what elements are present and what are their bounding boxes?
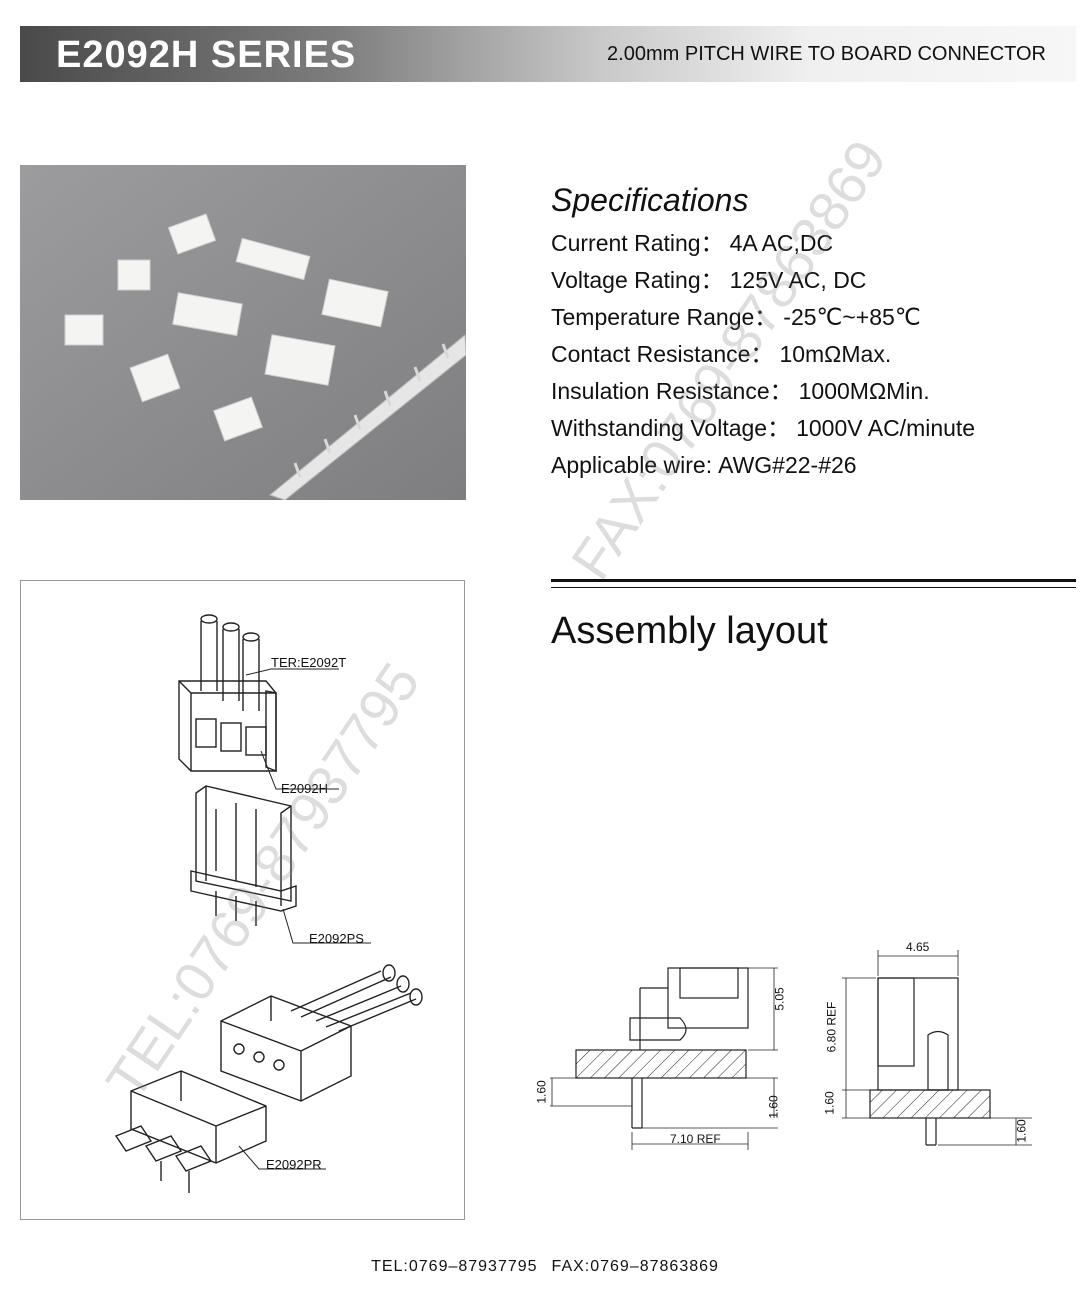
spec-value: AWG#22-#26 (718, 452, 857, 478)
spec-row: Contact Resistance：10mΩMax. (551, 336, 1071, 373)
spec-row: Voltage Rating：125V AC, DC (551, 262, 1071, 299)
side-view-drawing: 5.05 1.60 1.60 7.10 REF (530, 940, 800, 1160)
mated-housing-drawing (220, 964, 423, 1102)
spec-label: Insulation Resistance： (551, 378, 793, 404)
dim-pcb: 1.60 (534, 1080, 549, 1104)
straight-header-drawing (190, 785, 297, 926)
terminal-label: TER:E2092T (271, 655, 347, 670)
straight-header-label: E2092PS (309, 931, 364, 946)
product-photo (20, 165, 466, 500)
spec-row: Insulation Resistance：1000MΩMin. (551, 373, 1071, 410)
right-angle-header-drawing (114, 1070, 267, 1193)
footer-tel: TEL:0769–87937795 (371, 1258, 538, 1275)
dim-height: 5.05 (772, 987, 787, 1011)
spec-label: Current Rating： (551, 230, 724, 256)
spec-value: 4A AC,DC (729, 230, 834, 256)
dim-pin: 1.60 (766, 1095, 781, 1119)
spec-value: 125V AC, DC (729, 267, 867, 293)
header-bar: E2092H SERIES 2.00mm PITCH WIRE TO BOARD… (20, 26, 1076, 82)
assembly-title: Assembly layout (551, 610, 828, 652)
spec-value: 1000V AC/minute (796, 415, 976, 441)
series-title: E2092H SERIES (56, 34, 357, 76)
specifications-title: Specifications (551, 182, 749, 218)
front-view-drawing: 4.65 6.80 REF 1.60 1.60 (820, 940, 1050, 1160)
series-subtitle: 2.00mm PITCH WIRE TO BOARD CONNECTOR (607, 43, 1046, 65)
dim-pin: 1.60 (1014, 1119, 1029, 1143)
assembly-drawing: TER:E2092T E2092H E2092PS E2092PR (20, 580, 465, 1220)
spec-row: Current Rating：4A AC,DC (551, 225, 1071, 262)
dim-pcb: 1.60 (822, 1091, 837, 1115)
dim-depth: 7.10 REF (670, 1132, 721, 1146)
spec-value: 10mΩMax. (779, 341, 892, 367)
footer-contact: TEL:0769–87937795 FAX:0769–87863869 (0, 1258, 1090, 1276)
section-rule (551, 579, 1076, 582)
specifications-block: Specifications Current Rating：4A AC,DC V… (551, 182, 1071, 484)
spec-value: -25℃~+85℃ (783, 304, 921, 330)
wire-drawing (200, 614, 260, 711)
dim-width: 4.65 (906, 940, 930, 954)
leader-lines (238, 668, 371, 1170)
right-angle-header-label: E2092PR (266, 1157, 322, 1172)
spec-label: Withstanding Voltage： (551, 415, 791, 441)
housing-drawing (178, 680, 277, 773)
spec-label: Voltage Rating： (551, 267, 724, 293)
spec-row: Temperature Range：-25℃~+85℃ (551, 299, 1071, 336)
spec-value: 1000MΩMin. (798, 378, 930, 404)
spec-row: Applicable wire:AWG#22-#26 (551, 447, 1071, 484)
section-rule-thin (551, 587, 1076, 588)
housing-label: E2092H (281, 781, 328, 796)
spec-label: Contact Resistance： (551, 341, 774, 367)
dim-height-ref: 6.80 REF (824, 1001, 839, 1053)
spec-row: Withstanding Voltage：1000V AC/minute (551, 410, 1071, 447)
spec-label: Temperature Range： (551, 304, 778, 330)
footer-fax: FAX:0769–87863869 (551, 1258, 719, 1275)
spec-label: Applicable wire: (551, 452, 713, 478)
